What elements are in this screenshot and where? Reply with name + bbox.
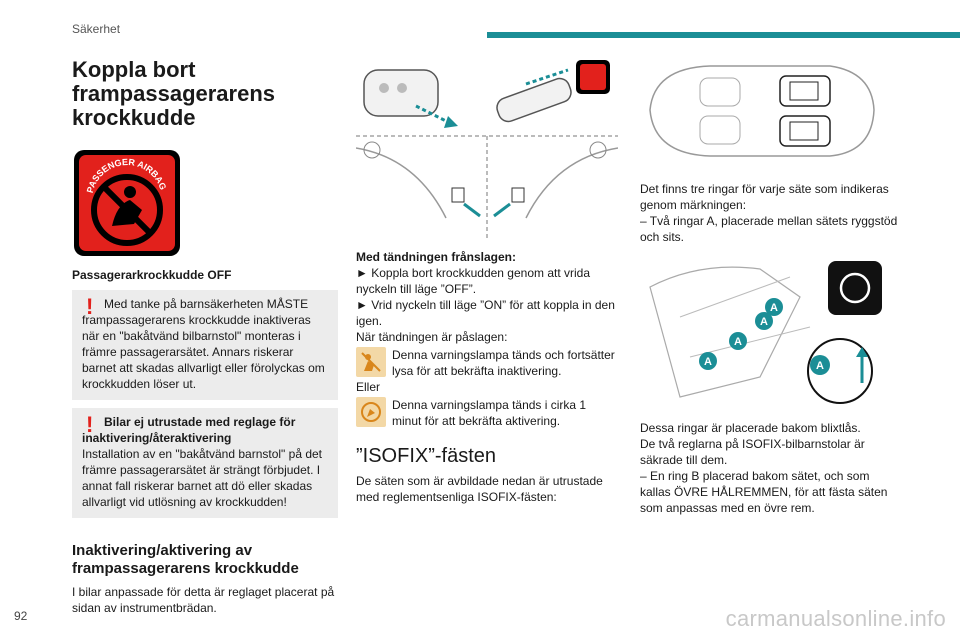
key-switch-illustration [355, 58, 619, 243]
body-text: – En ring B placerad bakom sätet, och so… [640, 469, 888, 515]
warning-exclamation-icon: ! [86, 294, 94, 319]
column-left: Koppla bort frampassagerarens krockkudde… [72, 58, 338, 616]
page-title: Koppla bort frampassagerarens krockkudde [72, 57, 276, 130]
page-number: 92 [14, 609, 28, 623]
body-text: I bilar anpassade för detta är reglaget … [72, 585, 335, 615]
lamp-description: Denna varningslampa tänds och fortsätter… [392, 348, 615, 378]
section-heading: Inaktivering/aktivering av frampassagera… [72, 542, 299, 577]
airbag-off-warning-lamp-icon [356, 347, 386, 377]
anchor-a-label: A [816, 360, 824, 372]
warning-title: Bilar ej utrustade med reglage för inakt… [82, 415, 296, 445]
header-accent-bar [487, 32, 960, 38]
anchor-a-label: A [760, 316, 768, 328]
warning-text: Med tanke på barnsäkerheten MÅSTE frampa… [82, 297, 325, 391]
warning-box-no-switch: ! Bilar ej utrustade med reglage för ina… [72, 408, 338, 518]
airbag-off-sign-icon: PASSENGER AIRBAG [72, 148, 182, 258]
lamp-row-activated: Denna varningslampa tänds i cirka 1 minu… [356, 397, 618, 429]
watermark: carmanualsonline.info [725, 606, 946, 631]
column-middle: Med tändningen frånslagen: ► Koppla bort… [355, 58, 619, 505]
anchor-a-label: A [734, 336, 742, 348]
section-label: Säkerhet [72, 22, 121, 36]
instruction-step-off: ► Koppla bort krockkudden genom att vrid… [356, 266, 591, 296]
column-right: Det finns tre ringar för varje säte som … [640, 58, 902, 516]
body-text: De säten som är avbildade nedan är utrus… [356, 474, 603, 504]
lamp-row-deactivated: Denna varningslampa tänds och fortsätter… [356, 347, 618, 379]
warning-exclamation-icon: ! [86, 412, 94, 437]
lamp-description: Denna varningslampa tänds i cirka 1 minu… [392, 398, 587, 428]
anchor-a-label: A [704, 356, 712, 368]
airbag-on-warning-lamp-icon [356, 397, 386, 427]
body-text: – Två ringar A, placerade mellan sätets … [640, 214, 898, 244]
body-text: Dessa ringar är placerade bakom blixtlås… [640, 421, 861, 435]
body-text: Det finns tre ringar för varje säte som … [640, 182, 889, 212]
section-heading-isofix: ”ISOFIX”-fästen [356, 445, 497, 467]
anchor-a-label: A [770, 302, 778, 314]
body-text: De två reglarna på ISOFIX-bilbarnstolar … [640, 437, 865, 467]
instruction-heading: Med tändningen frånslagen: [356, 250, 517, 264]
isofix-anchor-illustration: A A A A A [640, 257, 902, 412]
warning-box-child-safety: ! Med tanke på barnsäkerheten MÅSTE fram… [72, 290, 338, 400]
car-seat-layout-illustration [640, 58, 902, 167]
warning-text: Installation av en "bakåtvänd barnstol" … [82, 447, 323, 509]
airbag-sign-caption: Passagerarkrockkudde OFF [72, 268, 232, 282]
or-text: Eller [356, 380, 381, 394]
instruction-step-on: ► Vrid nyckeln till läge ”ON” för att ko… [356, 298, 615, 328]
instruction-heading: När tändningen är påslagen: [356, 330, 508, 344]
